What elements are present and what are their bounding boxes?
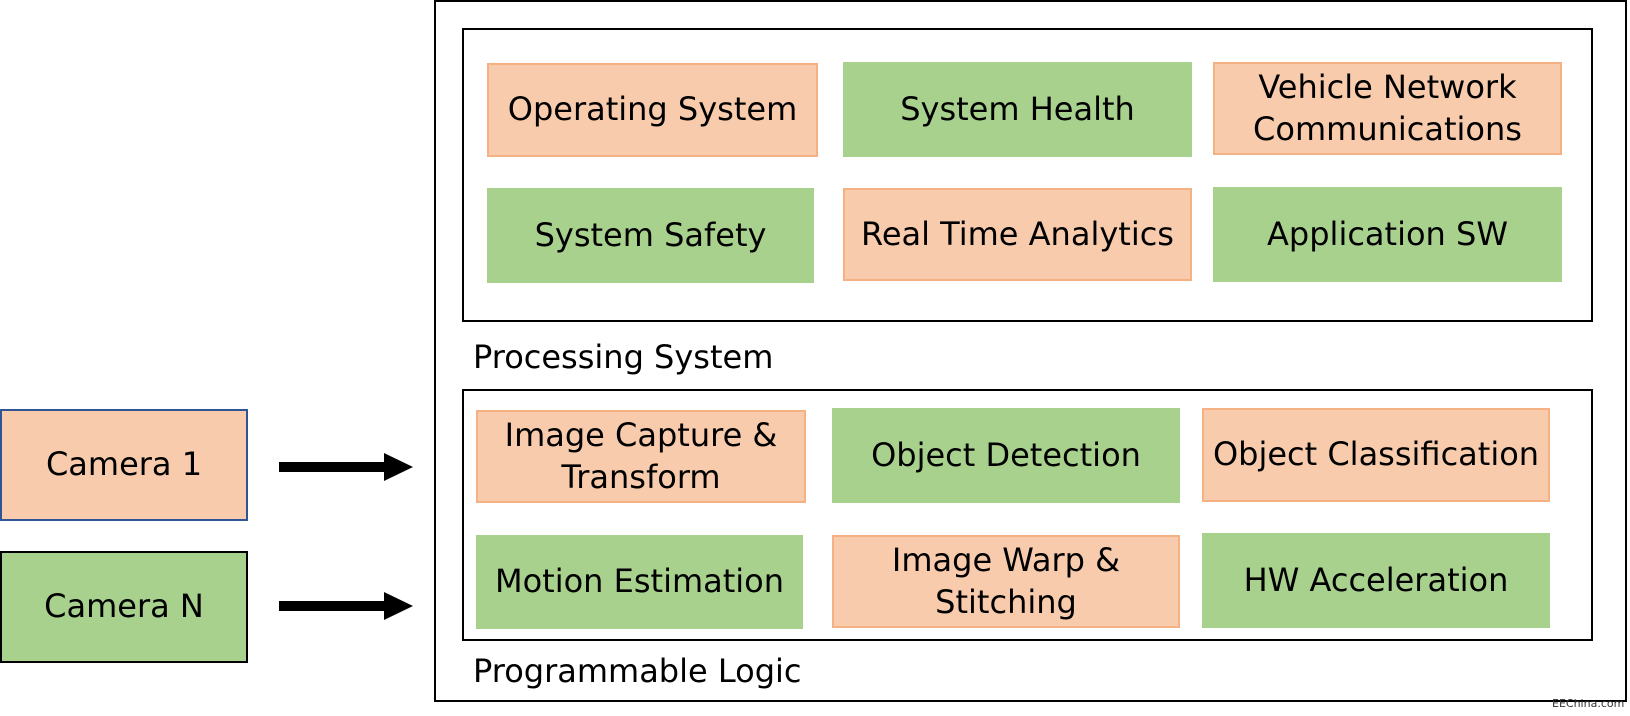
programmable-logic-frame: [462, 389, 1593, 641]
arrow-camera-n: [279, 592, 413, 620]
block-system-safety: System Safety: [487, 188, 814, 283]
soc-outer-frame: [434, 0, 1627, 702]
programmable-logic-label: Programmable Logic: [473, 652, 802, 690]
block-application-sw: Application SW: [1213, 187, 1562, 282]
block-real-time-analytics: Real Time Analytics: [843, 188, 1192, 281]
block-vehicle-network-communications: Vehicle Network Communications: [1213, 62, 1562, 155]
camera-1-box: Camera 1: [0, 409, 248, 521]
block-image-capture-transform: Image Capture & Transform: [476, 410, 806, 503]
block-motion-estimation: Motion Estimation: [476, 535, 803, 629]
block-image-warp-stitching: Image Warp & Stitching: [832, 535, 1180, 628]
block-hw-acceleration: HW Acceleration: [1202, 533, 1550, 628]
camera-n-box: Camera N: [0, 551, 248, 663]
processing-system-label: Processing System: [473, 338, 774, 376]
block-object-classification: Object Classification: [1202, 408, 1550, 502]
block-operating-system: Operating System: [487, 63, 818, 157]
block-system-health: System Health: [843, 62, 1192, 157]
block-object-detection: Object Detection: [832, 408, 1180, 503]
watermark: EEChina.com: [1552, 697, 1625, 710]
arrow-camera-1: [279, 453, 413, 481]
processing-system-frame: [462, 28, 1593, 322]
